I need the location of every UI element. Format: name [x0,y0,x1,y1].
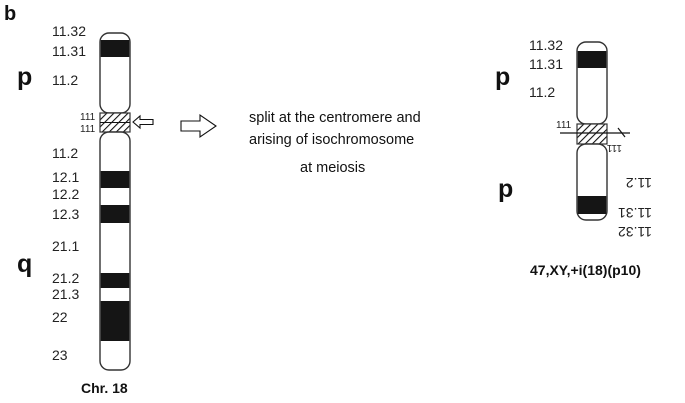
transition-text-line: at meiosis [300,160,365,176]
chr18-band-q12-1 [100,171,130,188]
iso-top-band-p11-31 [577,51,607,68]
chr18-q-band-label: 12.1 [52,169,79,185]
chr18-band-q22 [100,301,130,341]
iso-bottom-band-p11-31 [577,196,607,214]
chr18-centromere-label: 111 [80,124,96,135]
centromere-pointer-arrow [132,114,154,130]
chr18-band-q21-2 [100,273,130,288]
iso-split-tick [617,127,626,138]
chr18-q-label: q [17,250,32,278]
chr18-q-band-label: 12.3 [52,206,79,222]
chr18-q-band-label: 23 [52,347,68,363]
transition-text-line: split at the centromere and [249,110,421,126]
chromosome-18-normal [99,32,131,371]
chr18-p-band-label: 11.31 [52,43,86,59]
iso-top-p-label: p [495,63,510,91]
transition-arrow [180,113,217,139]
isochromosome-caption: 47,XY,+i(18)(p10) [530,262,641,278]
iso-mirrored-band-label: 11.2 [626,175,652,191]
chr18-p-band-label: 11.32 [52,23,86,39]
iso-mirrored-band-label: 11.31 [618,205,652,221]
iso-mirrored-band-label: 11.32 [618,224,652,240]
iso-centromere-label: 111 [556,120,572,131]
iso-top-band-label: 11.31 [529,56,563,72]
chr18-p-band-label: 11.2 [52,72,78,88]
chr18-centromere-label: 111 [80,112,96,123]
iso-centromere-label-mirrored: 111 [606,142,622,153]
chr18-p-label: p [17,63,32,91]
panel-label: b [4,3,16,25]
iso-top-band-label: 11.32 [529,37,563,53]
iso-bottom-p-label: p [498,175,513,203]
chr18-q-band-label: 11.2 [52,145,78,161]
chr18-q-band-label: 21.2 [52,270,79,286]
chr18-caption: Chr. 18 [81,380,128,396]
isochromosome-18p [560,41,630,221]
chr18-q-band-label: 12.2 [52,186,79,202]
chr18-band-p11-31 [100,40,130,57]
iso-top-band-label: 11.2 [529,84,555,100]
transition-text-line: arising of isochromosome [249,132,414,148]
chr18-q-band-label: 21.3 [52,286,79,302]
iso-centromere [576,123,608,145]
chr18-band-q12-3 [100,205,130,223]
chr18-q-band-label: 22 [52,309,68,325]
chr18-q-band-label: 21.1 [52,238,79,254]
